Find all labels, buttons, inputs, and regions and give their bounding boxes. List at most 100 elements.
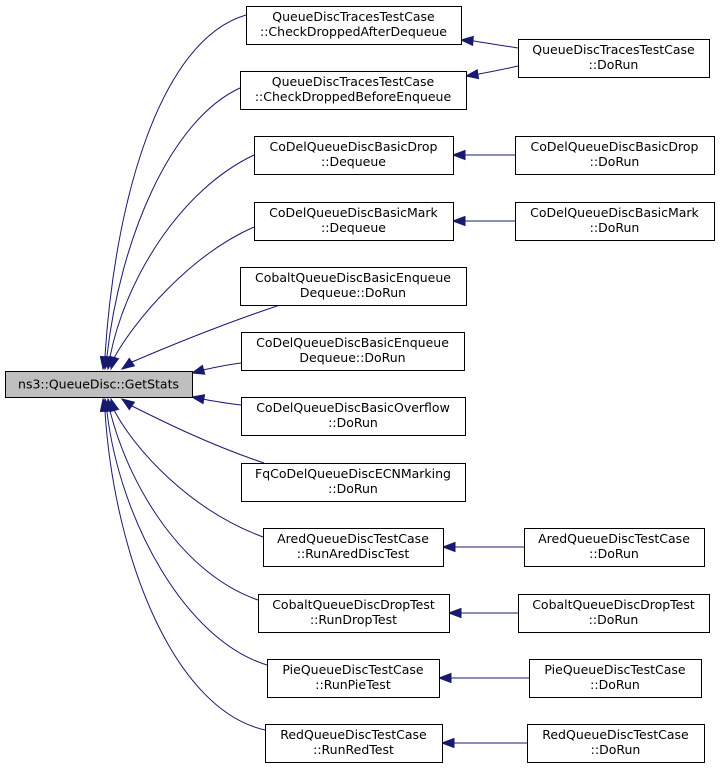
node-box	[241, 463, 466, 502]
node-box	[254, 136, 454, 175]
edge-tracesAfter-to-getstats	[99, 14, 247, 371]
node-label-line: RedQueueDiscTestCase	[542, 727, 689, 742]
node-getstats[interactable]: ns3::QueueDisc::GetStats	[5, 371, 193, 398]
node-box	[515, 202, 715, 241]
node-label-line: QueueDiscTracesTestCase	[272, 74, 435, 89]
node-label-line: ::DoRun	[590, 677, 640, 692]
node-label-line: ::DoRun	[590, 154, 640, 169]
edge-codelDropDeq-to-getstats	[104, 154, 255, 371]
edge-line	[110, 398, 264, 538]
node-label-line: CoDelQueueDiscBasicDrop	[270, 139, 438, 154]
node-box	[246, 6, 462, 45]
edge-line	[121, 398, 265, 464]
node-label-line: CoDelQueueDiscBasicMark	[269, 205, 438, 220]
node-redRun[interactable]: RedQueueDiscTestCase::RunRedTest	[265, 724, 443, 763]
node-label-line: ::Dequeue	[321, 220, 386, 235]
node-label-line: Dequeue::DoRun	[300, 285, 406, 300]
node-label-line: Dequeue::DoRun	[299, 350, 405, 365]
node-box	[240, 267, 467, 306]
node-box	[241, 332, 465, 371]
node-box	[518, 39, 710, 78]
edge-aredDoRun-to-aredRun	[441, 541, 524, 553]
node-label-line: CoDelQueueDiscBasicDrop	[531, 139, 699, 154]
arrowhead	[190, 394, 206, 405]
node-label-line: ::CheckDroppedAfterDequeue	[260, 24, 447, 39]
node-label-line: ::DoRun	[589, 57, 639, 72]
node-label-line: ns3::QueueDisc::GetStats	[18, 377, 179, 392]
edge-cobaltEnqDeq-to-getstats	[120, 304, 281, 370]
node-codelDropDoRun[interactable]: CoDelQueueDiscBasicDrop::DoRun	[515, 136, 715, 175]
arrowhead	[451, 149, 466, 161]
edge-cobaltDropDoRun-to-cobaltDrop	[447, 607, 518, 619]
node-label-line: CoDelQueueDiscBasicEnqueue	[256, 335, 449, 350]
node-box	[518, 594, 710, 633]
node-box	[267, 659, 440, 698]
arrowhead	[109, 355, 120, 371]
node-cobaltEnqDeq[interactable]: CobaltQueueDiscBasicEnqueueDequeue::DoRu…	[240, 267, 467, 306]
edge-line	[121, 304, 281, 370]
node-pieDoRun[interactable]: PieQueueDiscTestCase::DoRun	[529, 659, 702, 698]
node-label-line: AredQueueDiscTestCase	[538, 531, 690, 546]
node-box	[241, 397, 466, 436]
edge-aredRun-to-getstats	[109, 397, 264, 538]
node-box	[5, 371, 193, 398]
graph-nodes: ns3::QueueDisc::GetStats QueueDiscTracesT…	[5, 6, 715, 763]
node-label-line: QueueDiscTracesTestCase	[532, 42, 695, 57]
node-fqcodelEcn[interactable]: FqCoDelQueueDiscECNMarking::DoRun	[241, 463, 466, 502]
node-aredRun[interactable]: AredQueueDiscTestCase::RunAredDiscTest	[263, 528, 444, 567]
edge-line	[102, 398, 266, 731]
arrowhead	[120, 398, 136, 411]
node-tracesBefore[interactable]: QueueDiscTracesTestCase::CheckDroppedBef…	[240, 71, 467, 110]
edge-pieDoRun-to-pieRun	[437, 672, 529, 684]
node-box	[527, 724, 705, 763]
edge-codelEnqDeq-to-getstats	[190, 362, 242, 375]
node-label-line: ::RunAredDiscTest	[297, 546, 410, 561]
node-label-line: ::DoRun	[590, 220, 640, 235]
node-box	[254, 202, 454, 241]
node-label-line: PieQueueDiscTestCase	[544, 662, 685, 677]
node-label-line: CobaltQueueDiscBasicEnqueue	[255, 270, 451, 285]
node-tracesAfter[interactable]: QueueDiscTracesTestCase::CheckDroppedAft…	[246, 6, 462, 45]
node-label-line: ::RunRedTest	[313, 742, 394, 757]
edge-line	[107, 154, 255, 370]
node-box	[240, 71, 467, 110]
node-label-line: ::DoRun	[589, 546, 639, 561]
arrowhead	[447, 607, 462, 619]
edge-line	[107, 398, 259, 601]
node-codelOverflow[interactable]: CoDelQueueDiscBasicOverflow::DoRun	[241, 397, 466, 436]
edge-codelMarkDeq-to-getstats	[109, 226, 255, 371]
node-label-line: RedQueueDiscTestCase	[280, 727, 427, 742]
edge-line	[465, 65, 519, 77]
arrowhead	[190, 364, 206, 375]
node-box	[263, 528, 444, 567]
node-pieRun[interactable]: PieQueueDiscTestCase::RunPieTest	[267, 659, 440, 698]
node-codelMarkDeq[interactable]: CoDelQueueDiscBasicMark::Dequeue	[254, 202, 454, 241]
node-label-line: CobaltQueueDiscDropTest	[272, 597, 435, 612]
arrowhead	[440, 737, 455, 749]
node-tracesDoRun[interactable]: QueueDiscTracesTestCase::DoRun	[518, 39, 710, 78]
node-label-line: QueueDiscTracesTestCase	[272, 9, 435, 24]
edge-codelOverflow-to-getstats	[190, 394, 242, 406]
edge-redDoRun-to-redRun	[440, 737, 527, 749]
node-aredDoRun[interactable]: AredQueueDiscTestCase::DoRun	[524, 528, 705, 567]
edge-line	[104, 87, 241, 370]
node-label-line: ::DoRun	[591, 742, 641, 757]
node-redDoRun[interactable]: RedQueueDiscTestCase::DoRun	[527, 724, 705, 763]
node-label-line: ::DoRun	[328, 415, 378, 430]
node-cobaltDrop[interactable]: CobaltQueueDiscDropTest::RunDropTest	[258, 594, 450, 633]
edge-codelMarkDoRun-to-codelMarkDeq	[451, 215, 515, 227]
node-codelDropDeq[interactable]: CoDelQueueDiscBasicDrop::Dequeue	[254, 136, 454, 175]
arrowhead	[99, 397, 111, 413]
arrowhead	[441, 541, 456, 553]
node-label-line: ::Dequeue	[321, 154, 386, 169]
edge-line	[110, 226, 255, 370]
edge-codelDropDoRun-to-codelDropDeq	[451, 149, 515, 161]
node-box	[258, 594, 450, 633]
edge-tracesDoRun-to-tracesBefore	[464, 65, 519, 80]
node-cobaltDropDoRun[interactable]: CobaltQueueDiscDropTest::DoRun	[518, 594, 710, 633]
node-label-line: ::DoRun	[328, 481, 378, 496]
edge-line	[460, 39, 519, 49]
node-label-line: CoDelQueueDiscBasicOverflow	[256, 400, 450, 415]
node-codelMarkDoRun[interactable]: CoDelQueueDiscBasicMark::DoRun	[515, 202, 715, 241]
